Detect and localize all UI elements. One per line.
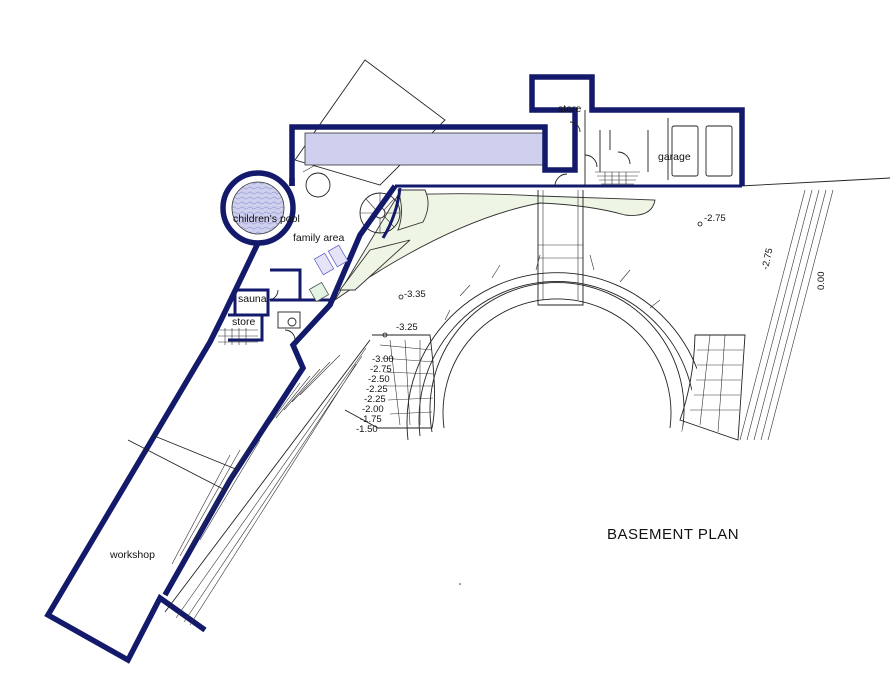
amphitheatre-arcs [406, 254, 708, 440]
east-stair-mesh [679, 334, 746, 441]
east-wall [162, 184, 398, 597]
label-childrens-pool: children's pool [233, 213, 300, 225]
door-swing-garage [617, 151, 631, 165]
level-steps-top: -3.25 [396, 322, 418, 333]
label-store-top: store [558, 103, 582, 115]
plan-title: BASEMENT PLAN [607, 526, 739, 543]
workshop-partition-2 [127, 439, 226, 491]
level-garden: -2.75 [704, 213, 726, 224]
sauna-room [233, 288, 279, 317]
entry-door-arc [554, 173, 568, 187]
workshop-partition [151, 434, 239, 471]
long-stair-flight [164, 339, 371, 626]
pool-ring [305, 172, 331, 198]
label-workshop: workshop [109, 549, 155, 561]
door-swing-store [569, 121, 581, 133]
lap-pool [304, 132, 544, 166]
stair-level: -1.50 [356, 424, 378, 435]
interior-partitions [584, 110, 669, 186]
level-plaza: -3.35 [404, 289, 426, 300]
stair-levels: -3.00 -2.75 -2.50 -2.25 -2.25 -2.00 -1.7… [356, 354, 394, 435]
garage-stair [595, 171, 640, 186]
childrens-pool-water [231, 181, 285, 235]
west-wall [44, 178, 295, 664]
stray-dot [459, 583, 461, 585]
stair-level: -2.25 [366, 384, 388, 395]
spiral-stair-wall [381, 187, 402, 239]
washroom [270, 268, 330, 341]
door-swing-hall [584, 154, 598, 168]
label-store-side: store [232, 316, 256, 328]
stair-level: -2.75 [370, 364, 392, 375]
level-slope-upper: -2.75 [760, 247, 775, 270]
level-marker-icons [382, 221, 703, 338]
amphitheatre-sightline [538, 244, 583, 259]
level-ground: 0.00 [816, 272, 827, 291]
family-area-planting [339, 239, 411, 291]
car-1 [671, 125, 699, 177]
side-store-room [218, 313, 264, 345]
stair-level: -2.25 [364, 394, 386, 405]
ground-line [739, 177, 890, 187]
label-sauna: sauna [238, 293, 267, 305]
west-stair-mesh [344, 334, 436, 429]
label-garage: garage [658, 151, 691, 163]
stair-level: -1.75 [360, 414, 382, 425]
car-2 [705, 125, 733, 177]
bridge-deck [537, 190, 584, 306]
roof-outline [294, 59, 446, 186]
upper-wing-wall [289, 74, 745, 186]
family-area-furniture [308, 244, 349, 303]
stair-level: -2.50 [368, 374, 390, 385]
stair-level: -3.00 [372, 354, 394, 365]
ramp-lines [739, 189, 834, 441]
stair-level: -2.00 [362, 404, 384, 415]
label-family-area: family area [293, 232, 345, 244]
